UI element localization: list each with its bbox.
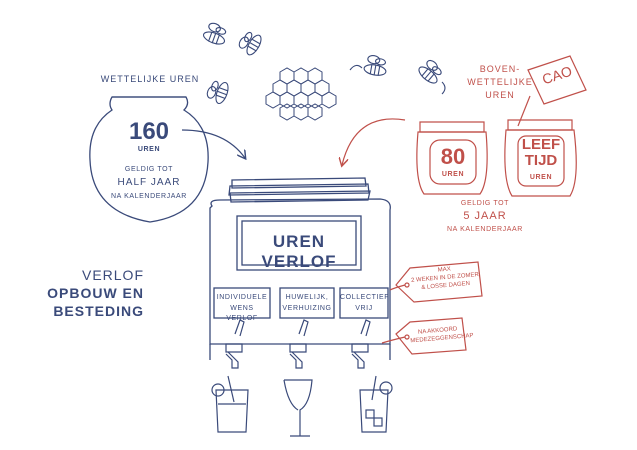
tap-icon [225, 319, 371, 369]
title-line1: VERLOF [81, 267, 144, 283]
tap3-line1: COLLECTIEF [340, 294, 390, 301]
bees-icon [202, 22, 446, 105]
extra-heading-1: BOVEN- [479, 64, 521, 74]
statutory-valid-value: HALF JAAR [117, 177, 181, 188]
statutory-jar [89, 96, 209, 223]
statutory-unit: UREN [137, 146, 161, 153]
tap2-line1: HUWELIJK, [285, 294, 329, 301]
cao-sign [517, 55, 587, 127]
extra-jar-leeftijd [504, 119, 577, 197]
glass-icon [211, 375, 393, 437]
extra-valid-value: 5 JAAR [463, 210, 507, 222]
arrow-extra [342, 118, 406, 165]
statutory-valid-label: GELDIG TOT [124, 166, 174, 173]
statutory-valid-suffix: NA KALENDERJAAR [111, 193, 187, 200]
title-line3: BESTEDING [53, 303, 144, 319]
tag-collectief [389, 261, 483, 303]
extra-jar1-value: 80 [440, 144, 466, 169]
tap2-line2: VERHUIZING [282, 305, 332, 312]
extra-heading-3: UREN [485, 90, 515, 100]
extra-jar2-unit: UREN [529, 174, 553, 181]
tap3-line2: VRIJ [355, 305, 373, 312]
statutory-heading: WETTELIJKE UREN [100, 74, 200, 84]
tap1-line1: INDIVIDUELE [216, 294, 268, 301]
honeycomb-icon [265, 67, 337, 121]
dispenser-label: UREN VERLOF [261, 232, 337, 271]
extra-heading-2: WETTELIJKE [467, 77, 533, 87]
extra-jar-80 [416, 121, 488, 195]
title-line2: OPBOUW EN [47, 285, 144, 301]
extra-valid-suffix: NA KALENDERJAAR [447, 226, 523, 233]
dispenser-icon [209, 177, 391, 360]
extra-valid-label: GELDIG TOT [460, 200, 510, 207]
tag-akkoord [381, 317, 467, 355]
extra-jar2-line1: LEEF [521, 136, 561, 153]
extra-jar2-line2: TIJD [524, 152, 558, 169]
extra-jar1-unit: UREN [441, 171, 465, 178]
statutory-value: 160 [128, 118, 170, 145]
arrow-statutory [181, 129, 245, 158]
tap1-line2: WENS VERLOF [226, 305, 258, 322]
